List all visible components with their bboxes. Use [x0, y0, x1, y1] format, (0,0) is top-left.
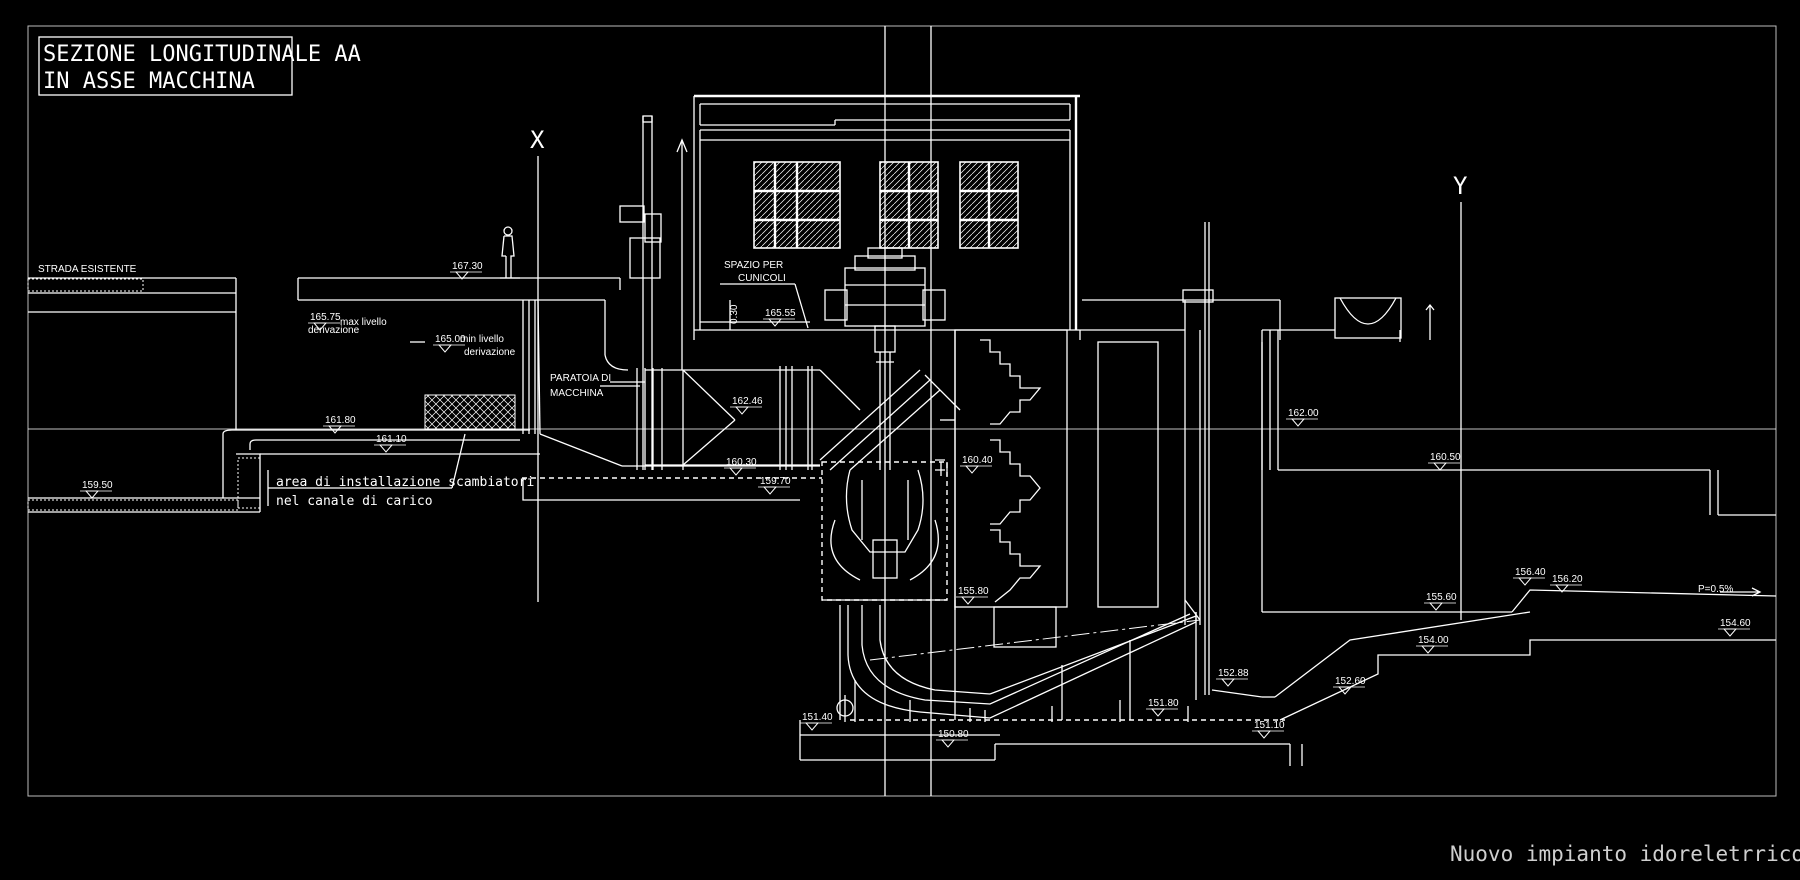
elevation-159-50: 159.50: [82, 480, 113, 491]
elevation-triangle: [1517, 577, 1533, 586]
gate-label-2: MACCHINA: [550, 388, 604, 399]
power-house: SPAZIO PER CUNICOLI 0.30: [693, 94, 1080, 340]
exchanger-area: area di installazione scambiatori nel ca…: [267, 394, 534, 509]
elevation-triangle: [84, 490, 100, 499]
elevation-161-10: 161.10: [376, 434, 407, 445]
elevation-156-20: 156.20: [1552, 574, 1583, 585]
water-level-notes: max livello derivazione min livello deri…: [308, 317, 516, 358]
turbine-casing: [821, 459, 948, 601]
min-level-label-2: derivazione: [464, 347, 516, 358]
elevation-triangle: [734, 406, 750, 415]
penstock: [819, 369, 961, 471]
dim-030: 0.30: [729, 304, 740, 324]
spazio-label-2: CUNICOLI: [738, 273, 786, 284]
elevation-triangle: [964, 465, 980, 474]
title-line-1: SEZIONE LONGITUDINALE AA: [43, 42, 361, 67]
elevation-165-00: 165.00: [435, 334, 466, 345]
window-3: [959, 161, 1019, 249]
elevation-160-40: 160.40: [962, 455, 993, 466]
gate-label-1: PARATOIA DI: [550, 373, 611, 384]
elevation-155-80: 155.80: [958, 586, 989, 597]
elevation-150-80: 150.80: [938, 729, 969, 740]
area-label-1: area di installazione scambiatori: [276, 475, 534, 490]
elevation-160-50: 160.50: [1430, 452, 1461, 463]
tailrace-chamber: [1079, 222, 1776, 695]
elevation-161-80: 161.80: [325, 415, 356, 426]
elevation-triangle: [378, 444, 394, 453]
elevation-154-00: 154.00: [1418, 635, 1449, 646]
elevation-152-60: 152.60: [1335, 676, 1366, 687]
elevation-167-30: 167.30: [452, 261, 483, 272]
elevation-160-30: 160.30: [726, 457, 757, 468]
elevation-triangle: [1220, 678, 1236, 687]
drawing-caption: Nuovo impianto idoreletrrico: [1450, 842, 1800, 866]
max-level-label-1: max livello: [340, 317, 387, 328]
elevation-159-70: 159.70: [760, 476, 791, 487]
elevation-165-55: 165.55: [765, 308, 796, 319]
elevation-markers: 167.30 165.75 165.00 165.55 162.46 161.80 161.…: [80, 261, 1751, 748]
elevation-triangle: [1290, 418, 1306, 427]
area-label-2: nel canale di carico: [276, 494, 433, 509]
title-line-2: IN ASSE MACCHINA: [43, 69, 255, 94]
elevation-151-80: 151.80: [1148, 698, 1179, 709]
elevation-triangle: [728, 467, 744, 476]
elevation-triangle: [762, 486, 778, 495]
section-axis-y: Y: [1453, 172, 1468, 620]
left-embankment: [27, 277, 629, 513]
existing-road: STRADA ESISTENTE: [27, 264, 237, 430]
window-1: [753, 161, 841, 249]
staircase: [940, 329, 1068, 648]
elevation-152-88: 152.88: [1218, 668, 1249, 679]
title-block: SEZIONE LONGITUDINALE AA IN ASSE MACCHIN…: [38, 36, 361, 96]
elevation-156-40: 156.40: [1515, 567, 1546, 578]
elevation-triangle: [437, 344, 453, 353]
person-figure: [500, 226, 520, 279]
elevation-triangle: [940, 739, 956, 748]
elevation-162-00: 162.00: [1288, 408, 1319, 419]
elevation-151-40: 151.40: [802, 712, 833, 723]
section-axis-x: X: [530, 126, 545, 602]
elevation-155-60: 155.60: [1426, 592, 1457, 603]
elevation-triangle: [1256, 730, 1272, 739]
svg-text:Y: Y: [1453, 172, 1468, 200]
drawing-frame: [27, 25, 1777, 797]
road-label: STRADA ESISTENTE: [38, 264, 137, 275]
elevation-triangle: [1432, 462, 1448, 471]
spazio-label-1: SPAZIO PER: [724, 260, 783, 271]
intake-structure: PARATOIA DI MACCHINA: [522, 115, 822, 501]
elevation-triangle: [1150, 708, 1166, 717]
elevation-triangle: [1428, 602, 1444, 611]
elevation-triangle: [1722, 628, 1738, 637]
window-2: [879, 161, 939, 249]
tail-channel: P=0.5%: [1211, 584, 1777, 721]
svg-text:X: X: [530, 126, 545, 154]
max-level-label-2: derivazione: [308, 325, 360, 336]
draft-tube: [799, 600, 1303, 766]
min-level-label-1: min livello: [460, 334, 504, 345]
elevation-162-46: 162.46: [732, 396, 763, 407]
elevation-151-10: 151.10: [1254, 720, 1285, 731]
slope-label: P=0.5%: [1698, 584, 1733, 595]
elevation-triangle: [1420, 645, 1436, 654]
elevation-154-60: 154.60: [1720, 618, 1751, 629]
elevation-triangle: [960, 596, 976, 605]
generator-unit: [824, 247, 946, 470]
elevation-triangle: [804, 722, 820, 731]
elevation-165-75: 165.75: [310, 312, 341, 323]
